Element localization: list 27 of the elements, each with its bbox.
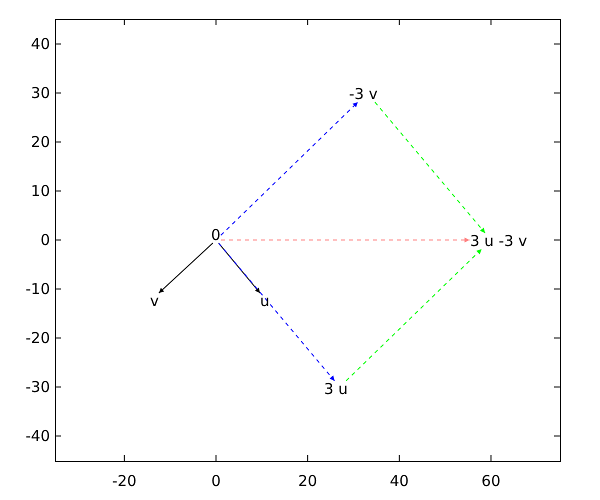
axis-tick-label: 60: [481, 473, 501, 489]
axis-tick-label: 0: [40, 232, 50, 248]
axis-tick-label: 20: [298, 473, 318, 489]
axis-tick-label: 30: [30, 85, 50, 101]
axis-tick-label: -20: [112, 473, 137, 489]
vector-label: 3 u: [324, 381, 348, 397]
axis-tick-label: 0: [211, 473, 221, 489]
vector-label: v: [150, 293, 159, 309]
vector-label: 3 u -3 v: [470, 233, 528, 249]
vector-arrow: [346, 248, 482, 382]
vector-label: 0: [211, 227, 221, 243]
vector-arrow: [220, 238, 470, 242]
axis-tick-label: 10: [30, 183, 50, 199]
vector-arrow: [218, 242, 260, 294]
vector-arrow: [218, 242, 336, 382]
axis-tick-label: -40: [26, 428, 50, 444]
vector-arrow: [220, 102, 358, 236]
vector-label: -3 v: [349, 86, 378, 102]
vector-label: u: [260, 293, 270, 309]
vector-arrow: [374, 102, 486, 234]
axis-tick-label: -30: [26, 379, 50, 395]
axis-tick-label: -10: [26, 281, 50, 297]
axis-tick-label: -20: [26, 330, 50, 346]
axis-tick-label: 40: [30, 36, 50, 52]
axis-tick-label: 20: [30, 134, 50, 150]
vector-arrow: [158, 242, 214, 294]
axis-tick-label: 40: [390, 473, 409, 489]
